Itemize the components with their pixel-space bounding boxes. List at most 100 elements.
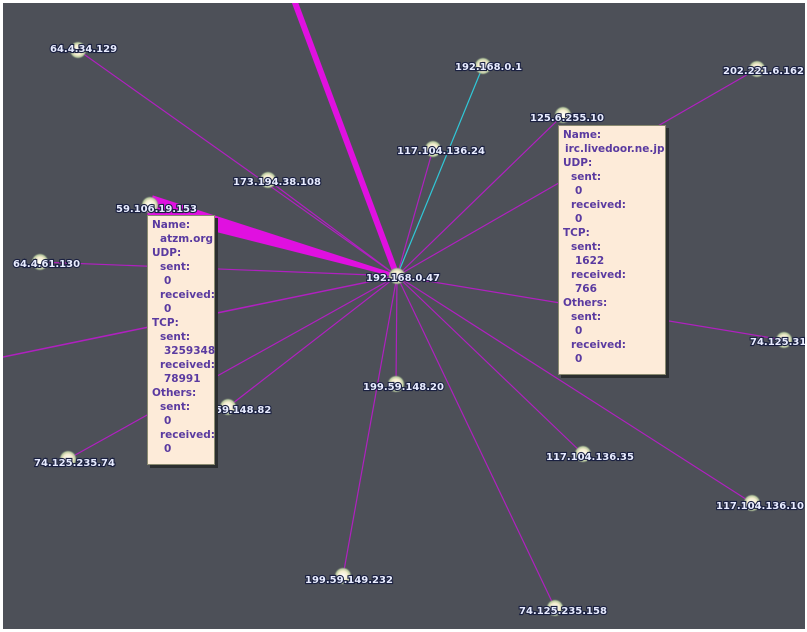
tcp-sent-label: sent:	[160, 331, 191, 343]
host-node-dot[interactable]	[141, 196, 159, 214]
edge-line	[267, 179, 398, 277]
host-ip-label: 74.125.235.74	[34, 458, 115, 469]
others-received-label: received:	[160, 429, 215, 441]
host-node[interactable]: 59.106.19.153	[115, 196, 198, 216]
tcp-received-label: received:	[571, 269, 626, 281]
others-label: Others:	[563, 297, 608, 309]
host-info-tooltip: Name: irc.livedoor.ne.jp UDP: sent: 0 re…	[558, 125, 666, 375]
host-info-tooltip: Name: atzm.org UDP: sent: 0 received: 0 …	[147, 215, 215, 465]
host-ip-label: 117.104.136.10	[716, 501, 804, 512]
udp-label: UDP:	[152, 247, 182, 259]
edge-line	[395, 275, 398, 385]
udp-label: UDP:	[563, 157, 593, 169]
tcp-sent-label: sent:	[571, 241, 602, 253]
host-node[interactable]: 117.104.136.10	[715, 494, 805, 513]
others-sent-label: sent:	[160, 401, 191, 413]
host-ip-label: 199.59.148.20	[363, 382, 444, 393]
udp-received-value: 0	[164, 303, 172, 315]
host-node[interactable]: 59.148.82	[214, 398, 272, 417]
udp-sent-label: sent:	[160, 261, 191, 273]
host-ip-label: 64.4.61.130	[13, 259, 80, 270]
host-name: irc.livedoor.ne.jp	[565, 143, 665, 155]
udp-received-label: received:	[571, 199, 626, 211]
host-name: atzm.org	[160, 233, 214, 245]
others-label: Others:	[152, 387, 197, 399]
host-node[interactable]: 74.125.235.158	[518, 599, 608, 618]
others-received-value: 0	[575, 353, 583, 365]
host-node-dot[interactable]	[748, 60, 766, 78]
host-node-dot[interactable]	[387, 375, 405, 393]
host-node-dot[interactable]	[424, 140, 442, 158]
host-node[interactable]: 64.4.61.130	[12, 253, 81, 271]
host-ip-label: 74.125.31.1	[750, 337, 805, 348]
graph-svg[interactable]: 64.4.34.129 192.168.0.1 202.221.6.162 125.6…	[3, 3, 805, 629]
host-node[interactable]: 199.59.148.20	[362, 375, 445, 394]
tcp-received-value: 766	[575, 283, 597, 295]
local-host-dot[interactable]	[388, 267, 406, 285]
host-ip-label: 192.168.0.1	[455, 62, 522, 73]
edge-line	[67, 275, 398, 460]
tcp-sent-value: 1622	[575, 255, 605, 267]
host-node-dot[interactable]	[574, 445, 592, 463]
edge-line	[396, 275, 753, 504]
host-node-dot[interactable]	[554, 106, 572, 124]
name-label: Name:	[152, 219, 191, 231]
host-ip-label: 199.59.149.232	[305, 575, 393, 586]
others-received-value: 0	[164, 443, 172, 455]
host-node-dot[interactable]	[334, 567, 352, 585]
host-node[interactable]: 64.4.34.129	[49, 41, 118, 59]
udp-sent-value: 0	[164, 275, 172, 287]
host-node[interactable]: 74.125.235.74	[33, 450, 116, 470]
host-node[interactable]: 202.221.6.162	[722, 60, 805, 78]
others-received-label: received:	[571, 339, 626, 351]
host-ip-label: 117.104.136.35	[546, 452, 634, 463]
host-ip-label: 64.4.34.129	[50, 44, 117, 55]
edge-line	[39, 261, 398, 277]
tcp-sent-value: 3259348	[164, 345, 216, 357]
local-host-ip-label: 192.168.0.47	[366, 273, 440, 284]
host-node-dot[interactable]	[259, 171, 277, 189]
graph-canvas[interactable]: 64.4.34.129 192.168.0.1 202.221.6.162 125.6…	[3, 3, 805, 629]
edges-layer	[3, 3, 785, 609]
host-node-dot[interactable]	[474, 57, 492, 75]
udp-received-label: received:	[160, 289, 215, 301]
host-node-dot[interactable]	[546, 599, 564, 617]
tcp-label: TCP:	[563, 227, 590, 239]
host-ip-label: 202.221.6.162	[723, 66, 804, 77]
edge-line	[396, 275, 556, 609]
host-node-dot[interactable]	[743, 494, 761, 512]
others-sent-value: 0	[164, 415, 172, 427]
host-node-dot[interactable]	[31, 253, 49, 271]
host-node-dot[interactable]	[775, 331, 793, 349]
name-label: Name:	[563, 129, 602, 141]
edge-line	[396, 65, 484, 277]
edge-line	[342, 275, 398, 577]
host-node[interactable]: 125.6.255.10	[529, 106, 605, 125]
host-ip-label: 125.6.255.10	[530, 113, 604, 124]
host-node[interactable]: 117.104.136.24	[396, 140, 486, 158]
edge-line	[77, 49, 398, 277]
tcp-label: TCP:	[152, 317, 179, 329]
host-node-dot[interactable]	[59, 450, 77, 468]
udp-sent-label: sent:	[571, 171, 602, 183]
others-sent-value: 0	[575, 325, 583, 337]
edge-line	[396, 275, 584, 455]
host-ip-label: 59.106.19.153	[116, 204, 197, 215]
host-ip-label: 173.194.38.108	[233, 177, 321, 188]
host-node[interactable]: 199.59.149.232	[304, 567, 394, 587]
edge-line	[227, 275, 398, 408]
host-node[interactable]: 74.125.31.1	[749, 331, 805, 349]
udp-sent-value: 0	[575, 185, 583, 197]
nodes-layer: 64.4.34.129 192.168.0.1 202.221.6.162 125.6…	[12, 41, 805, 618]
host-ip-label: 117.104.136.24	[397, 146, 485, 157]
tcp-received-value: 78991	[164, 373, 201, 385]
host-node[interactable]: 173.194.38.108	[232, 171, 322, 189]
host-node-dot[interactable]	[219, 398, 237, 416]
host-ip-label: 74.125.235.158	[519, 606, 607, 617]
tcp-received-label: received:	[160, 359, 215, 371]
local-host-node[interactable]: 192.168.0.47	[365, 267, 441, 285]
host-node[interactable]: 117.104.136.35	[545, 445, 635, 464]
host-node-dot[interactable]	[69, 41, 87, 59]
edge-line	[396, 148, 434, 277]
host-node[interactable]: 192.168.0.1	[454, 57, 523, 75]
